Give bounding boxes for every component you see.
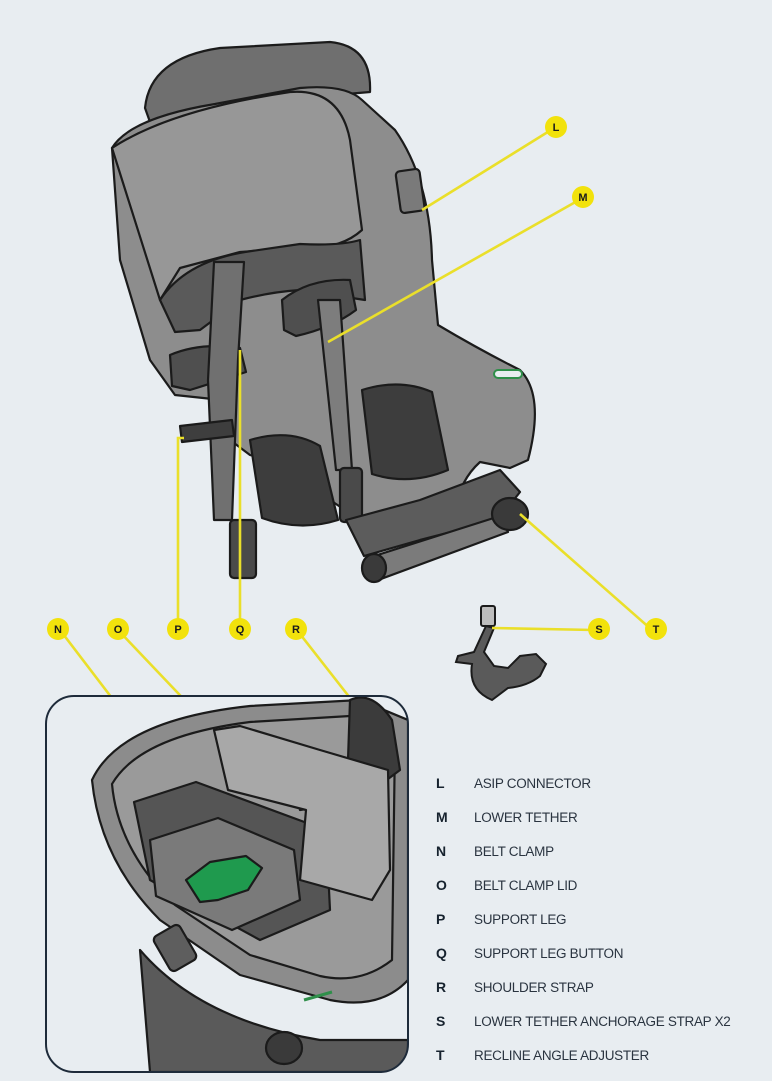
callout-marker-r: R xyxy=(285,618,307,640)
callout-markers: L M N O P Q R S xyxy=(47,116,667,640)
callout-marker-m-letter: M xyxy=(578,192,587,204)
callout-marker-t: T xyxy=(645,618,667,640)
legend-label: LOWER TETHER xyxy=(474,809,578,825)
base-foot-left xyxy=(360,552,388,584)
callout-marker-l-letter: L xyxy=(553,122,560,134)
legend-key: N xyxy=(436,843,447,859)
legend-key: Q xyxy=(436,945,447,961)
legend-label: SUPPORT LEG xyxy=(474,911,567,927)
legend-key: M xyxy=(436,809,448,825)
legend-row-t: T RECLINE ANGLE ADJUSTER xyxy=(436,1038,766,1072)
callout-marker-p: P xyxy=(167,618,189,640)
callout-marker-o: O xyxy=(107,618,129,640)
legend-row-n: N BELT CLAMP xyxy=(436,834,766,868)
callout-marker-q-letter: Q xyxy=(236,624,245,636)
legend-row-r: R SHOULDER STRAP xyxy=(436,970,766,1004)
inset-asip-slot xyxy=(152,923,198,973)
legend-row-p: P SUPPORT LEG xyxy=(436,902,766,936)
callout-marker-n-letter: N xyxy=(54,624,62,636)
legend-key: P xyxy=(436,911,446,927)
legend-label: RECLINE ANGLE ADJUSTER xyxy=(474,1047,649,1063)
callout-line-m xyxy=(327,198,580,344)
callout-marker-s: S xyxy=(588,618,610,640)
tether-buckle xyxy=(338,466,364,524)
inset-indicator-light xyxy=(303,990,333,1002)
legend-row-o: O BELT CLAMP LID xyxy=(436,868,766,902)
legend-label: SUPPORT LEG BUTTON xyxy=(474,945,624,961)
strap-clip xyxy=(480,605,496,627)
legend-label: BELT CLAMP LID xyxy=(474,877,578,893)
callout-marker-n: N xyxy=(47,618,69,640)
legend-key: T xyxy=(436,1047,445,1063)
inset-base xyxy=(138,948,408,1072)
support-leg-foot xyxy=(228,518,258,580)
callout-marker-r-letter: R xyxy=(292,624,300,636)
leg-pad-left xyxy=(248,434,340,527)
callout-marker-p-letter: P xyxy=(174,624,181,636)
leg-pad-right xyxy=(360,383,450,481)
legend-key: L xyxy=(436,775,445,791)
headrest-top xyxy=(143,40,372,124)
inset-frame-border xyxy=(45,695,409,1073)
inset-belt-clamp-lid xyxy=(212,724,392,902)
legend-label: SHOULDER STRAP xyxy=(474,979,594,995)
legend-label: ASIP CONNECTOR xyxy=(474,775,591,791)
callout-marker-o-letter: O xyxy=(114,624,123,636)
recline-angle-adjuster-knob xyxy=(490,496,530,532)
indicator-light xyxy=(493,369,523,379)
legend-key: O xyxy=(436,877,447,893)
asip-connector-slot xyxy=(394,167,426,215)
callout-marker-q: Q xyxy=(229,618,251,640)
legend-row-m: M LOWER TETHER xyxy=(436,800,766,834)
legend-key: R xyxy=(436,979,447,995)
legend-row-s: S LOWER TETHER ANCHORAGE STRAP X2 xyxy=(436,1004,766,1038)
callout-line-l xyxy=(421,128,552,212)
legend-key: S xyxy=(436,1013,446,1029)
callout-marker-l: L xyxy=(545,116,567,138)
legend: L ASIP CONNECTOR M LOWER TETHER N BELT C… xyxy=(436,766,766,1072)
legend-row-q: Q SUPPORT LEG BUTTON xyxy=(436,936,766,970)
legend-label: BELT CLAMP xyxy=(474,843,554,859)
support-leg-handle xyxy=(178,418,236,444)
legend-label: LOWER TETHER ANCHORAGE STRAP X2 xyxy=(474,1013,731,1029)
inset-belt-clamp xyxy=(184,854,264,904)
legend-row-l: L ASIP CONNECTOR xyxy=(436,766,766,800)
callout-line-p xyxy=(176,436,184,620)
anchorage-strap-illustration xyxy=(454,605,548,702)
callout-marker-s-letter: S xyxy=(595,624,602,636)
callout-marker-t-letter: T xyxy=(653,624,660,636)
belt-clamp-inset xyxy=(45,695,409,1073)
callout-line-t xyxy=(519,513,653,631)
callout-line-s xyxy=(491,626,595,632)
callout-marker-m: M xyxy=(572,186,594,208)
strap-loop xyxy=(454,624,548,702)
inset-base-knob xyxy=(264,1030,304,1066)
car-seat-illustration xyxy=(110,40,536,584)
